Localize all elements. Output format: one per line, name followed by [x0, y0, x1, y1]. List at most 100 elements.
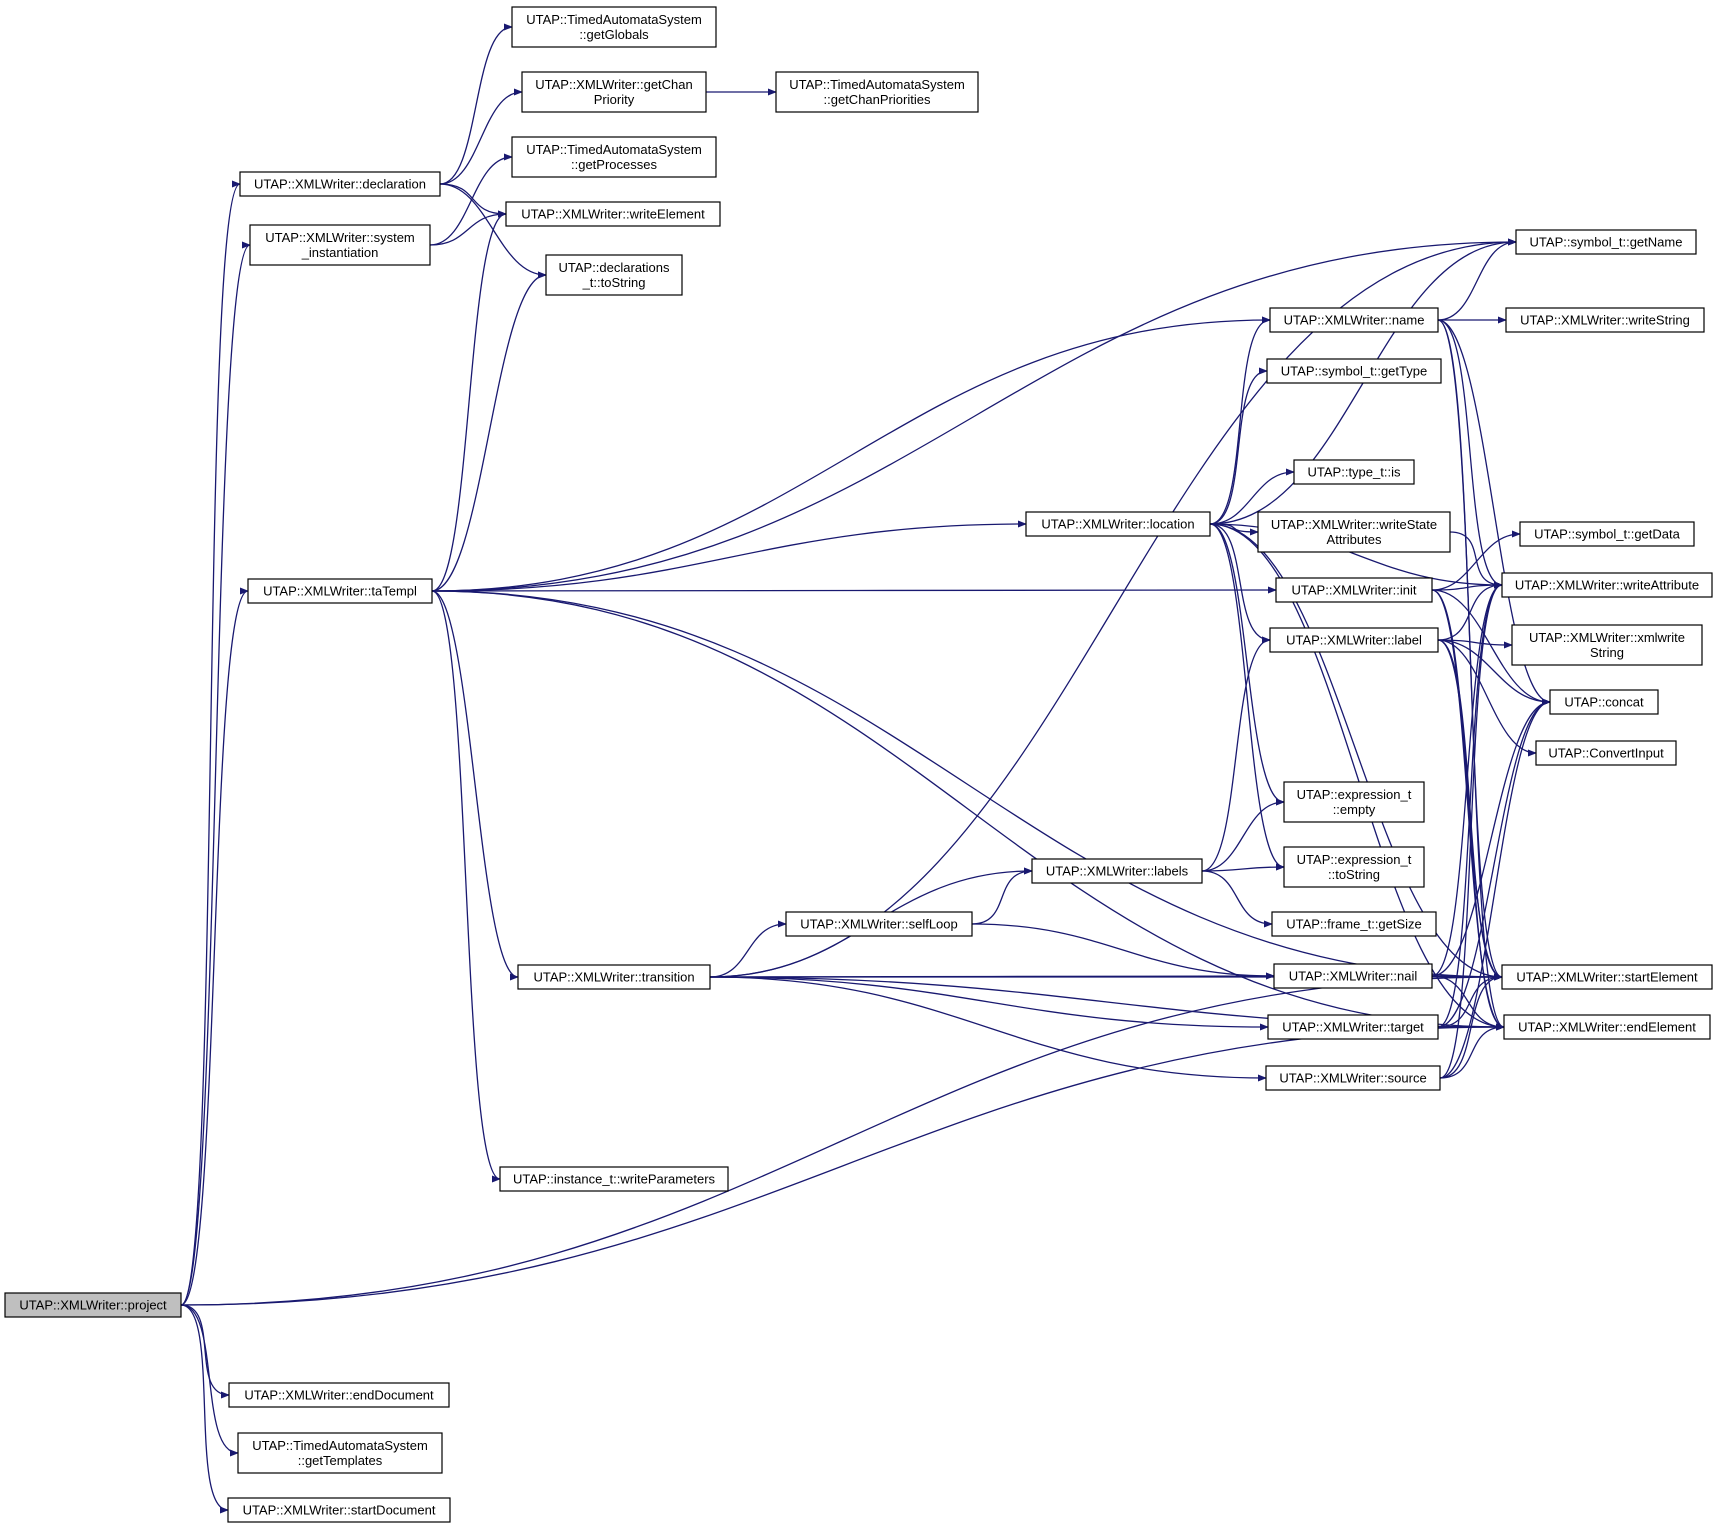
- node-label: ::toString: [1328, 867, 1380, 882]
- node-exprToString[interactable]: UTAP::expression_t::toString: [1283, 846, 1425, 888]
- node-getChanPriorities[interactable]: UTAP::TimedAutomataSystem::getChanPriori…: [775, 71, 979, 113]
- node-label[interactable]: UTAP::XMLWriter::label: [1269, 627, 1439, 653]
- edge-line: [180, 973, 1503, 1306]
- node-box: [1283, 846, 1425, 888]
- node-startDocument[interactable]: UTAP::XMLWriter::startDocument: [227, 1497, 451, 1523]
- node-box: [227, 1497, 451, 1523]
- node-convertInput[interactable]: UTAP::ConvertInput: [1535, 740, 1677, 766]
- edge-taTempl-to-writeElement: [431, 210, 507, 592]
- edge-line: [431, 590, 1503, 981]
- edge-line: [180, 587, 249, 1306]
- node-typeIs[interactable]: UTAP::type_t::is: [1293, 459, 1415, 485]
- node-writeParameters[interactable]: UTAP::instance_t::writeParameters: [499, 1166, 729, 1192]
- node-name[interactable]: UTAP::XMLWriter::name: [1269, 307, 1439, 333]
- node-declaration[interactable]: UTAP::XMLWriter::declaration: [239, 171, 441, 197]
- node-getTemplates[interactable]: UTAP::TimedAutomataSystem::getTemplates: [237, 1432, 443, 1474]
- node-nail[interactable]: UTAP::XMLWriter::nail: [1273, 963, 1433, 989]
- edge-transition-to-target: [709, 976, 1269, 1031]
- node-transition[interactable]: UTAP::XMLWriter::transition: [517, 964, 711, 990]
- edge-project-to-endElement: [180, 1023, 1505, 1306]
- edge-sysinst-to-getProcesses: [429, 153, 513, 246]
- node-init[interactable]: UTAP::XMLWriter::init: [1275, 577, 1433, 603]
- node-box: [1267, 1014, 1439, 1040]
- edge-selfLoop-to-nail: [971, 923, 1275, 980]
- edge-init-to-endElement: [1431, 589, 1505, 1031]
- node-writeAttribute[interactable]: UTAP::XMLWriter::writeAttribute: [1501, 572, 1713, 598]
- node-label: UTAP::XMLWriter::endDocument: [244, 1388, 434, 1403]
- edge-line: [180, 241, 251, 1306]
- edge-line: [1437, 581, 1503, 1028]
- edge-project-to-declaration: [180, 180, 241, 1306]
- node-box: [247, 578, 433, 604]
- node-source[interactable]: UTAP::XMLWriter::source: [1265, 1065, 1441, 1091]
- edge-taTempl-to-location: [431, 520, 1027, 592]
- edge-project-to-startDocument: [180, 1304, 229, 1514]
- edge-labels-to-getSize: [1201, 870, 1273, 928]
- edge-location-to-name: [1209, 316, 1271, 525]
- edge-line: [971, 923, 1275, 980]
- node-getType[interactable]: UTAP::symbol_t::getType: [1266, 358, 1442, 384]
- edge-declaration-to-writeElement: [439, 183, 507, 218]
- node-target[interactable]: UTAP::XMLWriter::target: [1267, 1014, 1439, 1040]
- node-label: UTAP::XMLWriter::source: [1279, 1071, 1426, 1086]
- node-exprEmpty[interactable]: UTAP::expression_t::empty: [1283, 781, 1425, 823]
- edge-target-to-concat: [1437, 698, 1551, 1028]
- edge-line: [1439, 973, 1503, 1079]
- node-label: UTAP::XMLWriter::getChan: [535, 77, 693, 92]
- node-box: [511, 6, 717, 48]
- edge-line: [1437, 319, 1503, 589]
- node-endDocument[interactable]: UTAP::XMLWriter::endDocument: [228, 1382, 450, 1408]
- node-project[interactable]: UTAP::XMLWriter::project: [4, 1292, 182, 1318]
- node-box: [4, 1292, 182, 1318]
- node-taTempl[interactable]: UTAP::XMLWriter::taTempl: [247, 578, 433, 604]
- edge-line: [1209, 468, 1295, 525]
- node-box: [521, 71, 707, 113]
- node-getData[interactable]: UTAP::symbol_t::getData: [1519, 521, 1695, 547]
- edge-line: [1209, 523, 1271, 644]
- node-location[interactable]: UTAP::XMLWriter::location: [1025, 511, 1211, 537]
- node-box: [249, 224, 431, 266]
- node-labels[interactable]: UTAP::XMLWriter::labels: [1031, 858, 1203, 884]
- node-declToString[interactable]: UTAP::declarations_t::toString: [545, 254, 683, 296]
- node-endElement[interactable]: UTAP::XMLWriter::endElement: [1503, 1014, 1711, 1040]
- node-label: UTAP::XMLWriter::system: [265, 230, 415, 245]
- node-label: Priority: [594, 92, 635, 107]
- node-box: [1031, 858, 1203, 884]
- node-getSize[interactable]: UTAP::frame_t::getSize: [1271, 911, 1437, 937]
- edge-line: [1431, 581, 1503, 591]
- node-getName[interactable]: UTAP::symbol_t::getName: [1515, 229, 1697, 255]
- node-label: UTAP::XMLWriter::writeState: [1271, 517, 1437, 532]
- node-selfLoop[interactable]: UTAP::XMLWriter::selfLoop: [785, 911, 973, 937]
- node-startElement[interactable]: UTAP::XMLWriter::startElement: [1501, 964, 1713, 990]
- node-label: UTAP::expression_t: [1297, 852, 1412, 867]
- node-concat[interactable]: UTAP::concat: [1549, 689, 1659, 715]
- node-box: [517, 964, 711, 990]
- node-box: [1501, 572, 1713, 598]
- node-box: [511, 136, 717, 178]
- node-getGlobals[interactable]: UTAP::TimedAutomataSystem::getGlobals: [511, 6, 717, 48]
- node-sysinst[interactable]: UTAP::XMLWriter::system_instantiation: [249, 224, 431, 266]
- node-box: [1025, 511, 1211, 537]
- node-label: UTAP::XMLWriter::declaration: [254, 177, 426, 192]
- edge-nail-to-endElement: [1431, 975, 1505, 1031]
- edge-nail-to-startElement: [1431, 973, 1503, 981]
- node-label: UTAP::XMLWriter::label: [1286, 633, 1422, 648]
- edge-line: [439, 88, 523, 185]
- edge-line: [180, 1023, 1505, 1306]
- node-box: [1265, 1065, 1441, 1091]
- node-writeString[interactable]: UTAP::XMLWriter::writeString: [1505, 307, 1705, 333]
- node-getProcesses[interactable]: UTAP::TimedAutomataSystem::getProcesses: [511, 136, 717, 178]
- edge-project-to-sysinst: [180, 241, 251, 1306]
- edge-line: [1437, 238, 1517, 321]
- edge-labels-to-exprToString: [1201, 863, 1285, 872]
- edge-source-to-writeAttribute: [1439, 581, 1503, 1079]
- node-writeElement[interactable]: UTAP::XMLWriter::writeElement: [505, 201, 721, 227]
- edge-transition-to-selfLoop: [709, 920, 787, 978]
- node-box: [505, 201, 721, 227]
- edge-labels-to-label: [1201, 636, 1271, 872]
- edge-name-to-getName: [1437, 238, 1517, 321]
